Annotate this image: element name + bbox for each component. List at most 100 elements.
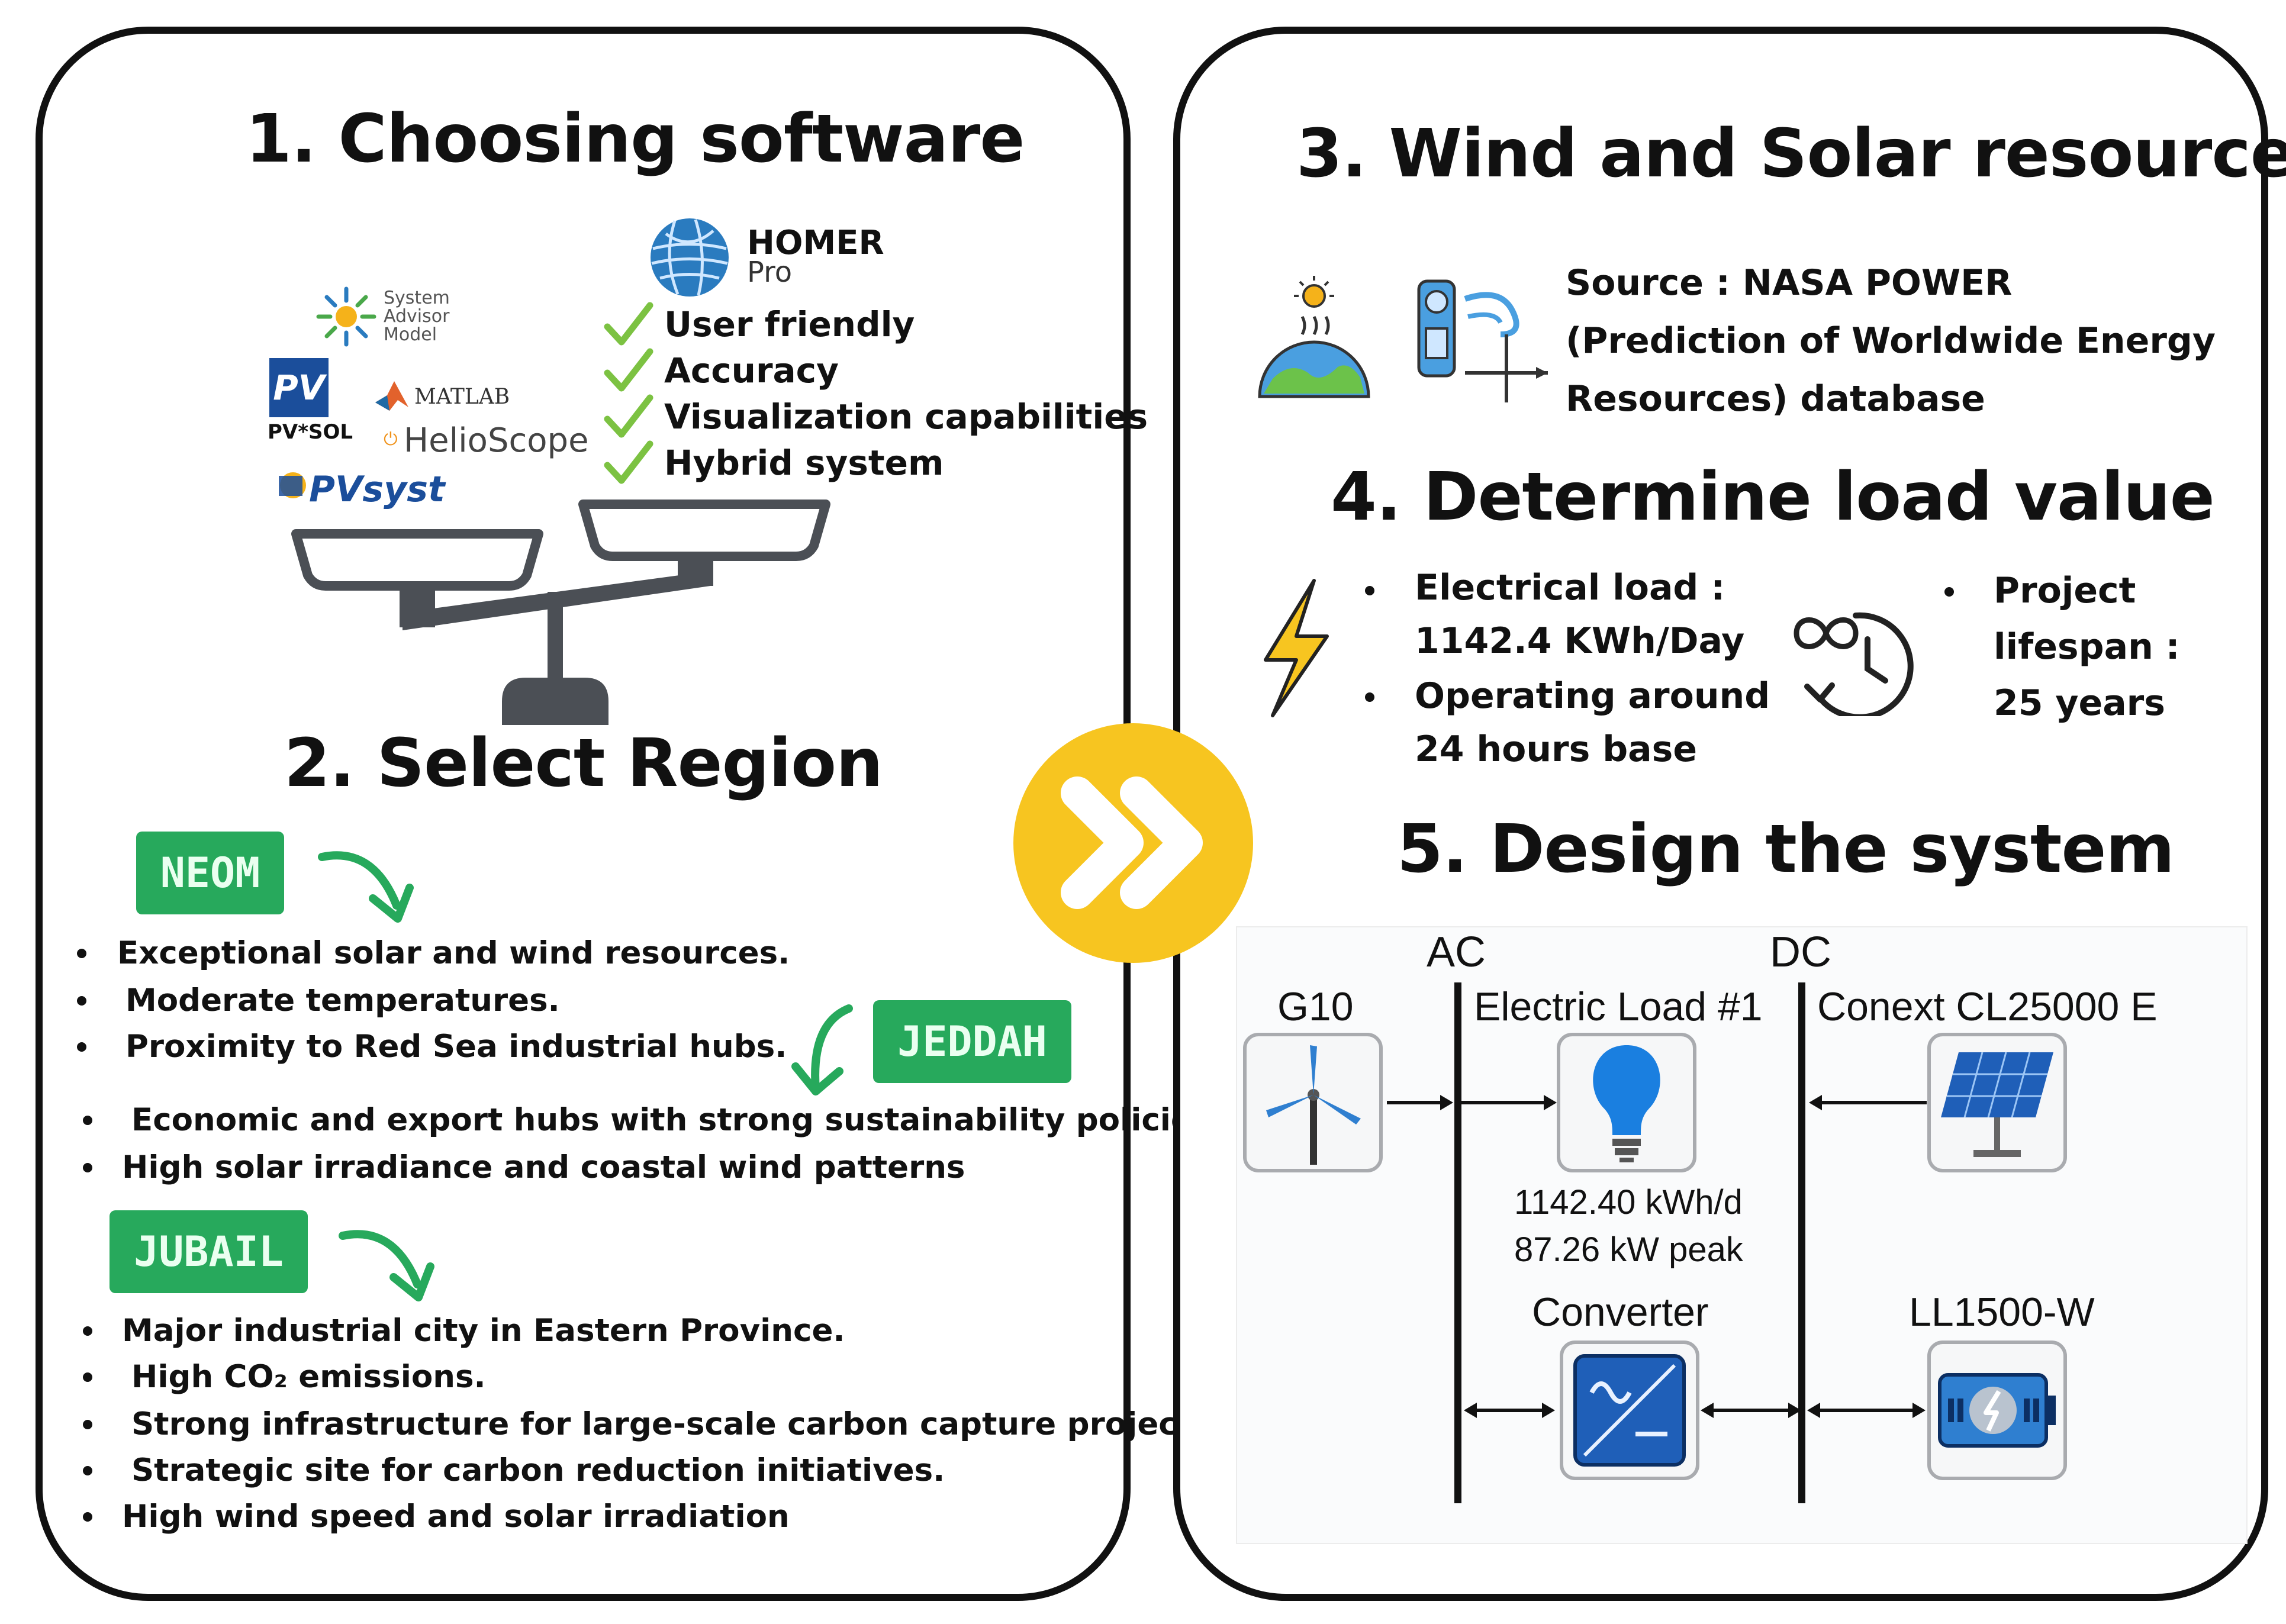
jubail-bullet: Major industrial city in Eastern Provinc… xyxy=(83,1313,845,1349)
lightning-icon xyxy=(1255,577,1338,719)
ac-bus-line xyxy=(1454,982,1461,1503)
load-bullet-2-line2: 24 hours base xyxy=(1415,729,1698,770)
homer-globe-icon xyxy=(648,216,731,299)
lifespan-line-2: lifespan : xyxy=(1994,626,2180,668)
region-tag-jeddah: JEDDAH xyxy=(873,1000,1071,1083)
jubail-bullet: High CO₂ emissions. xyxy=(83,1359,486,1395)
homer-logo-text: HOMER xyxy=(747,224,884,262)
curved-arrow-icon xyxy=(787,1000,858,1101)
bullet-text: High solar irradiance and coastal wind p… xyxy=(122,1149,965,1185)
top-row-arrows xyxy=(1387,1088,1979,1117)
homer-pro-text: Pro xyxy=(747,256,793,289)
bottom-row-arrows xyxy=(1458,1396,1943,1425)
neom-bullet: Exceptional solar and wind resources. xyxy=(77,935,790,971)
checklist-item-user-friendly: User friendly xyxy=(604,301,915,348)
helioscope-logo-text: HelioScope xyxy=(404,421,589,460)
bullet-text: Strategic site for carbon reduction init… xyxy=(131,1452,945,1488)
matlab-membrane-icon xyxy=(374,379,410,412)
region-tag-jubail: JUBAIL xyxy=(110,1210,308,1293)
section3-title: 3. Wind and Solar resources xyxy=(1296,115,2286,192)
checkmark-icon xyxy=(604,302,653,346)
bullet-text: High CO₂ emissions. xyxy=(131,1359,486,1395)
dc-bus-label: DC xyxy=(1770,929,1831,976)
section5-title: 5. Design the system xyxy=(1397,811,2175,888)
bullet-dot xyxy=(1944,587,1954,597)
jubail-bullet: Strong infrastructure for large-scale ca… xyxy=(83,1406,1223,1442)
left-panel xyxy=(36,27,1131,1601)
bullet-dot xyxy=(1365,586,1374,595)
lifespan-line-1: Project xyxy=(1994,570,2136,611)
helioscope-power-icon: ⏻ xyxy=(384,429,398,450)
battery-icon xyxy=(1938,1373,2056,1448)
bullet-text: Moderate temperatures. xyxy=(125,982,560,1019)
neom-bullet: Moderate temperatures. xyxy=(77,982,560,1019)
checkmark-icon xyxy=(604,440,653,484)
dc-bus-line xyxy=(1798,982,1805,1503)
sam-line-2: Advisor xyxy=(384,306,450,327)
load-peak-text: 87.26 kW peak xyxy=(1514,1230,1743,1269)
weather-station-icon xyxy=(1412,269,1554,405)
converter-label: Converter xyxy=(1532,1290,1709,1335)
jubail-bullet: High wind speed and solar irradiation xyxy=(83,1499,790,1535)
checklist-label: User friendly xyxy=(664,304,915,344)
wind-turbine-label: G10 xyxy=(1277,984,1354,1029)
electric-load-label: Electric Load #1 xyxy=(1474,984,1763,1029)
curved-arrow-icon xyxy=(334,1219,441,1308)
balance-scale-icon xyxy=(284,497,841,734)
checklist-label: Accuracy xyxy=(664,350,839,391)
converter-component[interactable] xyxy=(1560,1341,1699,1480)
load-bullet-1-line2: 1142.4 KWh/Day xyxy=(1415,620,1745,662)
sam-line-1: System xyxy=(384,288,450,308)
checkmark-icon xyxy=(604,348,653,392)
bullet-text: High wind speed and solar irradiation xyxy=(122,1499,790,1535)
light-bulb-icon xyxy=(1593,1045,1660,1162)
jubail-bullet: Strategic site for carbon reduction init… xyxy=(83,1452,945,1488)
pvsol-badge-icon: PV xyxy=(269,358,329,417)
section4-title: 4. Determine load value xyxy=(1331,459,2215,536)
fast-forward-icon xyxy=(1013,723,1253,963)
pvsyst-logo-text: PVsyst xyxy=(309,469,445,510)
checklist-label: Hybrid system xyxy=(664,443,944,483)
neom-bullet: Proximity to Red Sea industrial hubs. xyxy=(77,1029,787,1065)
section2-title: 2. Select Region xyxy=(284,725,883,802)
earth-sun-icon xyxy=(1255,272,1373,402)
bullet-text: Proximity to Red Sea industrial hubs. xyxy=(125,1029,787,1065)
region-tag-neom: NEOM xyxy=(136,832,284,914)
battery-label: LL1500-W xyxy=(1909,1290,2095,1335)
infinity-clock-icon xyxy=(1785,598,1921,720)
bullet-dot xyxy=(1365,692,1374,702)
checklist-label: Visualization capabilities xyxy=(664,397,1148,437)
load-bullet-1-line1: Electrical load : xyxy=(1415,567,1725,608)
checklist-item-visualization: Visualization capabilities xyxy=(604,393,1148,440)
bullet-text: Major industrial city in Eastern Provinc… xyxy=(122,1313,845,1349)
load-energy-text: 1142.40 kWh/d xyxy=(1514,1183,1743,1222)
jeddah-bullet: Economic and export hubs with strong sus… xyxy=(83,1102,1210,1138)
section1-title: 1. Choosing software xyxy=(246,101,1025,178)
bullet-text: Strong infrastructure for large-scale ca… xyxy=(131,1406,1223,1442)
pv-label: Conext CL25000 E xyxy=(1817,984,2158,1029)
converter-icon xyxy=(1573,1354,1686,1467)
electric-load-component[interactable] xyxy=(1557,1033,1696,1172)
jeddah-bullet: High solar irradiance and coastal wind p… xyxy=(83,1149,965,1185)
sam-sun-icon xyxy=(314,284,379,349)
checklist-item-hybrid: Hybrid system xyxy=(604,439,944,486)
matlab-logo-text: MATLAB xyxy=(414,385,510,409)
pvsyst-sun-icon xyxy=(275,468,310,503)
checkmark-icon xyxy=(604,394,653,438)
bullet-text: Exceptional solar and wind resources. xyxy=(117,935,790,971)
pvsol-logo-text: PV*SOL xyxy=(268,420,353,444)
curved-arrow-icon xyxy=(314,840,420,929)
solar-panel-icon xyxy=(1941,1052,2053,1157)
pv-component[interactable] xyxy=(1927,1033,2067,1172)
wind-turbine-component[interactable] xyxy=(1243,1033,1383,1172)
load-bullet-2-line1: Operating around xyxy=(1415,675,1770,717)
battery-component[interactable] xyxy=(1927,1341,2067,1480)
ac-bus-label: AC xyxy=(1427,929,1486,976)
wind-turbine-icon xyxy=(1266,1045,1361,1165)
source-line-3: Resources) database xyxy=(1566,378,1985,420)
source-line-1: Source : NASA POWER xyxy=(1566,262,2013,304)
bullet-text: Economic and export hubs with strong sus… xyxy=(131,1102,1211,1138)
sam-line-3: Model xyxy=(384,324,437,345)
system-schematic xyxy=(1236,926,2248,1544)
source-line-2: (Prediction of Worldwide Energy xyxy=(1566,320,2216,362)
